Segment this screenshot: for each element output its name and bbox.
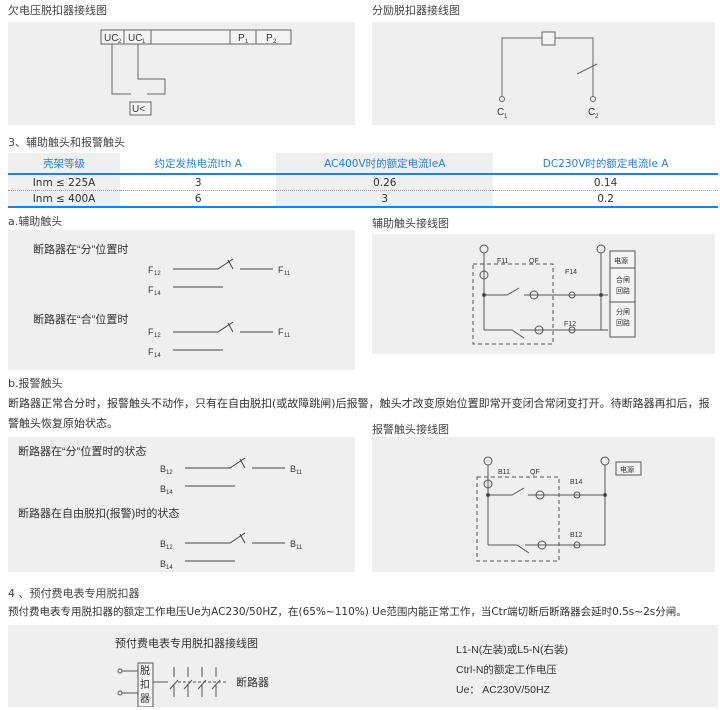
power-label: 电源: [614, 256, 628, 265]
close-circuit-label: 合闸: [616, 275, 630, 284]
undervoltage-label: U<: [132, 104, 145, 115]
uc2-label: UC: [104, 33, 118, 44]
b14-sub: 14: [166, 565, 173, 571]
cell: 3: [276, 190, 494, 207]
header-frame: 壳架等级: [8, 153, 121, 174]
header-ac400: AC400V时的额定电流IeA: [276, 153, 494, 174]
w-qf-label: QF: [529, 258, 539, 265]
b12-sub: 12: [166, 470, 173, 476]
f11-sub: 11: [284, 333, 291, 339]
b11-sub: 11: [296, 470, 303, 476]
section3-title: 3、辅助触头和报警触头: [8, 136, 125, 149]
power-label: 电源: [620, 465, 634, 474]
f14-sub: 14: [154, 353, 161, 359]
w-b11-label: B11: [498, 469, 510, 476]
cell: 3: [194, 176, 202, 189]
p1-sub: 1: [245, 39, 249, 45]
w-b12-label: B12: [570, 532, 583, 539]
breaker-label: 断路器: [236, 675, 269, 689]
p2-label: P: [266, 33, 273, 44]
aux-open-label: 断路器在“分”位置时: [33, 242, 128, 256]
f12-label: F: [148, 265, 154, 275]
f14-sub: 14: [154, 291, 161, 297]
cell: 0.14: [593, 176, 618, 189]
close-circuit-label: 回路: [616, 286, 630, 295]
c1-sub: 1: [504, 114, 508, 120]
prepaid-diagram: 预付费电表专用脱扣器接线图 脱 扣 器 断路器 L1-N(左装)或L5-N(右装…: [8, 625, 718, 707]
open-circuit-label: 回路: [616, 318, 630, 327]
uc2-sub: 2: [118, 39, 122, 45]
f14-label: F: [148, 285, 154, 295]
trip-unit-label: 器: [140, 693, 150, 705]
w-f14-label: F14: [565, 269, 577, 276]
alarm-title: b.报警触头: [8, 377, 63, 390]
c2-sub: 2: [595, 114, 599, 120]
f12-sub: 12: [154, 333, 161, 339]
aux-title: a.辅助触头: [8, 215, 63, 228]
c2-label: C: [588, 107, 595, 118]
shunt-title: 分励脱扣器接线图: [372, 4, 460, 17]
w-f12-label: F12: [564, 321, 576, 328]
w-b14-label: B14: [570, 479, 583, 486]
cell: 0.2: [597, 192, 614, 205]
contact-rating-table: 壳架等级 约定发热电流Ith A AC400V时的额定电流IeA DC230V时…: [8, 153, 718, 208]
cell: 0.26: [276, 174, 494, 191]
table-row: Inm ≤ 225A 3 0.26 0.14: [8, 174, 718, 191]
uc1-label: UC: [128, 33, 142, 44]
section4-description: 预付费电表专用脱扣器的额定工作电压Ue为AC230/50HZ，在(65%~110…: [8, 606, 687, 618]
p2-sub: 2: [273, 39, 277, 45]
b12-label: B: [160, 539, 166, 549]
prepaid-diagram-title: 预付费电表专用脱扣器接线图: [115, 636, 258, 650]
voltage-note: Ctrl-N的额定工作电压: [456, 663, 557, 676]
alarm-trip-label: 断路器在自由脱扣(报警)时的状态: [18, 506, 179, 520]
b11-label: B: [290, 464, 296, 474]
ue-note: Ue： AC230V/50HZ: [456, 684, 551, 696]
f12-sub: 12: [154, 271, 161, 277]
b14-label: B: [160, 484, 166, 494]
cell: Inm ≤ 225A: [8, 174, 121, 191]
b11-sub: 11: [296, 545, 303, 551]
p1-label: P: [238, 33, 245, 44]
f11-sub: 11: [284, 271, 291, 277]
alarm-wiring-title: 报警触头接线图: [372, 423, 449, 436]
f11-label: F: [278, 265, 284, 275]
trip-unit-label: 扣: [140, 678, 150, 691]
header-ith: 约定发热电流Ith A: [154, 157, 242, 170]
b14-label: B: [160, 559, 166, 569]
alarm-open-label: 断路器在“分”位置时的状态: [18, 444, 146, 458]
c1-label: C: [497, 107, 504, 118]
w-f11-label: F11: [497, 258, 509, 265]
f11-label: F: [278, 327, 284, 337]
alarm-wiring-diagram: B11 QF B14 B12 电源: [372, 437, 715, 572]
header-dc230: DC230V时的额定电流Ie A: [542, 157, 669, 170]
aux-closed-label: 断路器在“合”位置时: [33, 312, 128, 326]
section4-title: 4 、预付费电表专用脱扣器: [8, 587, 140, 600]
cell: 6: [194, 192, 202, 205]
b11-label: B: [290, 539, 296, 549]
b14-sub: 14: [166, 490, 173, 496]
f12-label: F: [148, 327, 154, 337]
open-circuit-label: 分闸: [616, 307, 630, 316]
w-qf-label: QF: [530, 469, 540, 476]
alarm-description: 断路器正常合分时，报警触头不动作，只有在自由脱扣(或故障跳闸)后报警，触头才改变…: [8, 397, 710, 430]
aux-wiring-title: 辅助触头接线图: [372, 217, 449, 230]
uc1-sub: 1: [142, 39, 146, 45]
b12-label: B: [160, 464, 166, 474]
aux-wiring-diagram: F11 QF F14 F12 电源 合闸回路 分闸回路: [372, 234, 715, 354]
trip-unit-label: 脱: [140, 664, 150, 677]
uv-title: 欠电压脱扣器接线图: [8, 4, 107, 17]
b12-sub: 12: [166, 545, 173, 551]
f14-label: F: [148, 347, 154, 357]
cell: Inm ≤ 400A: [8, 190, 121, 207]
wiring-note: L1-N(左装)或L5-N(右装): [456, 643, 568, 656]
table-row: Inm ≤ 400A 6 3 0.2: [8, 190, 718, 207]
